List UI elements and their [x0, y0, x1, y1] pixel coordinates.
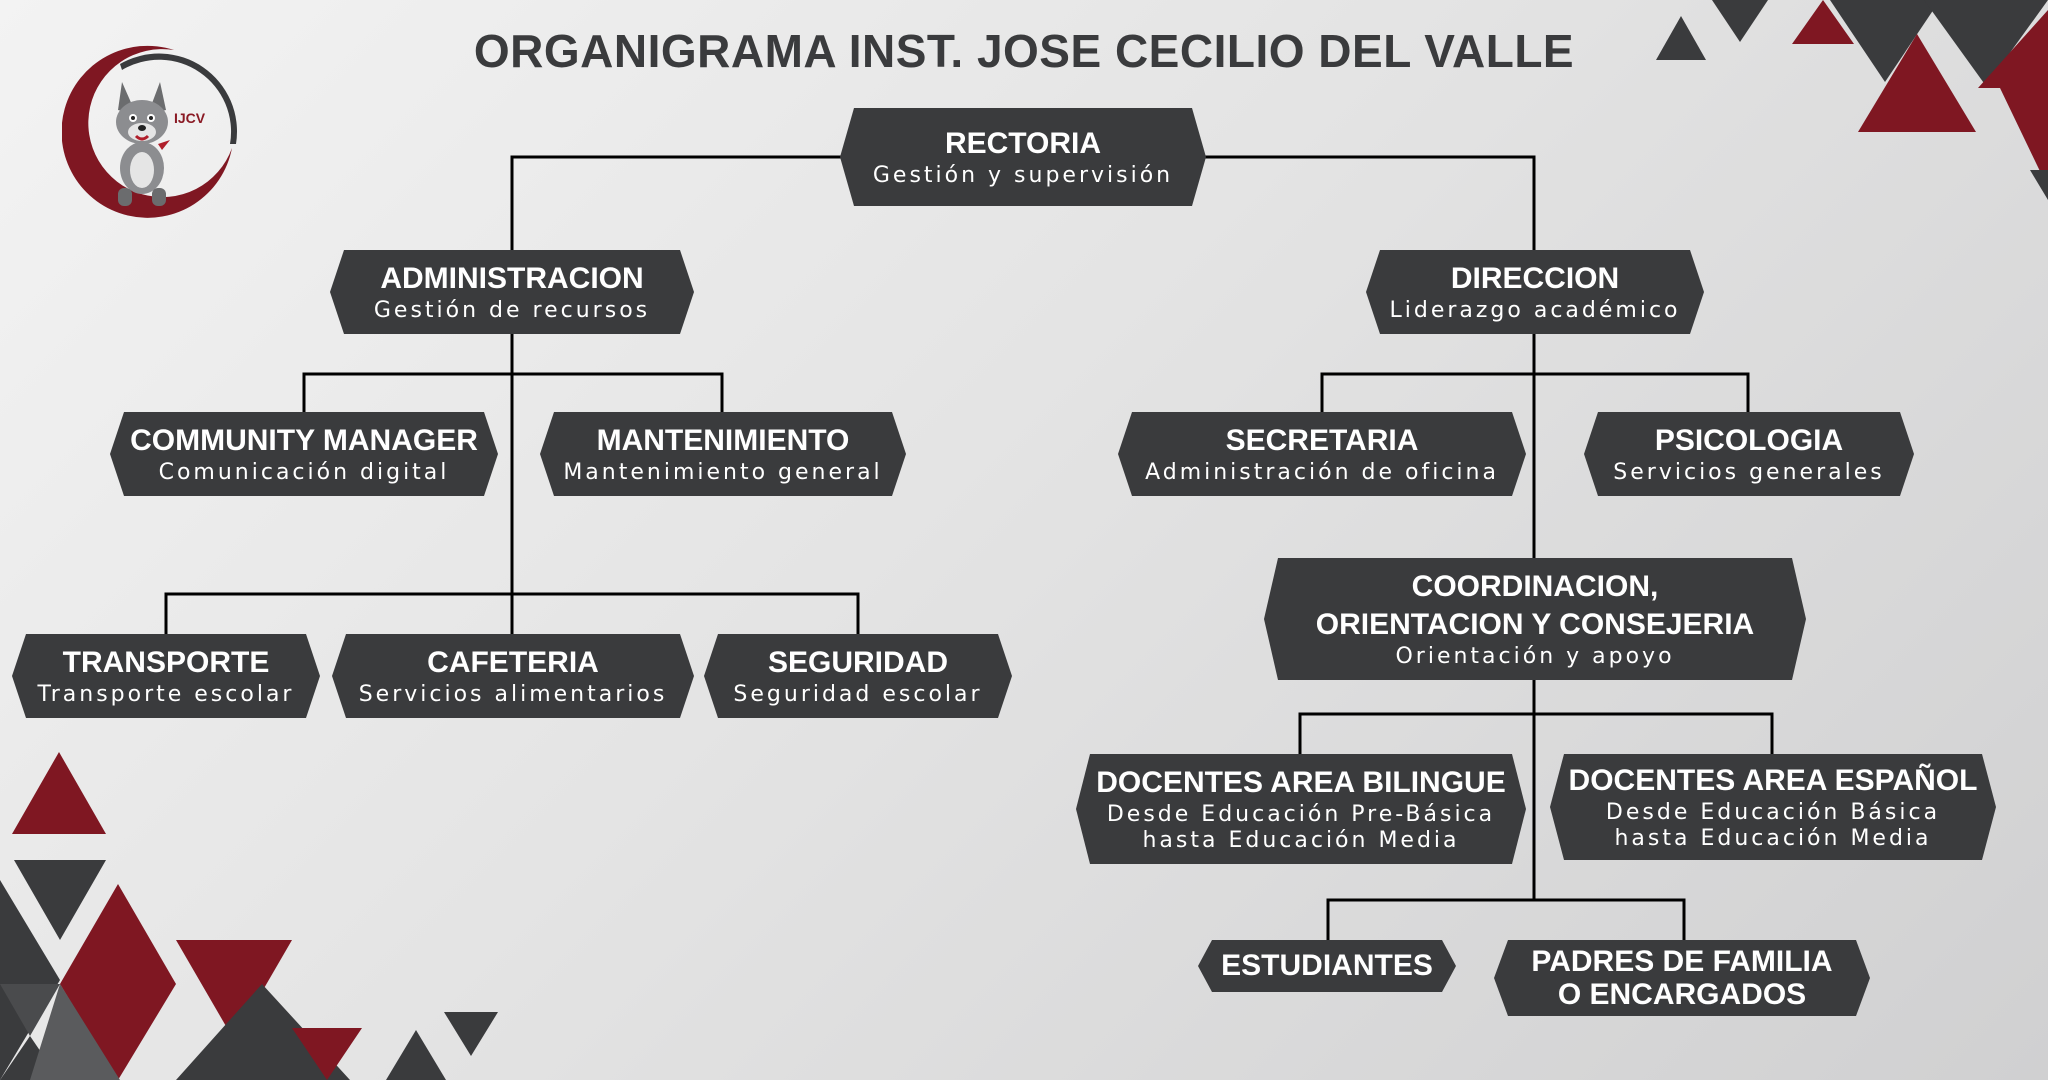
node-subtitle: Orientación y apoyo	[1395, 644, 1675, 669]
node-psicologia: PSICOLOGIA Servicios generales	[1584, 412, 1914, 496]
node-title: COORDINACION, ORIENTACION Y CONSEJERIA	[1315, 570, 1755, 641]
node-title: MANTENIMIENTO	[596, 424, 850, 457]
deco-triangle	[14, 860, 106, 940]
deco-triangle	[0, 880, 60, 1080]
deco-triangle	[1656, 16, 1706, 60]
deco-triangle	[1978, 10, 2048, 88]
logo-text: IJCV	[174, 110, 206, 126]
node-docentes-bilingue: DOCENTES AREA BILINGUE Desde Educación P…	[1076, 754, 1526, 864]
node-title: SECRETARIA	[1225, 424, 1419, 457]
node-subtitle: Comunicación digital	[158, 460, 450, 485]
school-logo	[62, 45, 238, 218]
node-cafeteria: CAFETERIA Servicios alimentarios	[332, 634, 694, 718]
node-title: DOCENTES AREA BILINGUE	[1096, 766, 1506, 799]
node-subtitle: Servicios alimentarios	[358, 682, 668, 707]
node-title: DIRECCION	[1450, 262, 1620, 295]
deco-triangle	[30, 984, 120, 1080]
deco-triangle	[444, 1012, 498, 1056]
node-subtitle: Transporte escolar	[37, 682, 295, 707]
node-subtitle: Servicios generales	[1613, 460, 1885, 485]
node-title: SEGURIDAD	[767, 646, 948, 679]
node-subtitle: Liderazgo académico	[1389, 298, 1681, 323]
deco-triangle	[12, 752, 106, 834]
deco-triangle	[292, 1028, 362, 1080]
node-transporte: TRANSPORTE Transporte escolar	[12, 634, 320, 718]
node-padres: PADRES DE FAMILIA O ENCARGADOS	[1494, 940, 1870, 1016]
deco-triangle	[176, 940, 292, 1040]
deco-triangle	[1792, 0, 1854, 44]
deco-triangle	[2000, 88, 2048, 188]
page-title: ORGANIGRAMA INST. JOSE CECILIO DEL VALLE	[473, 25, 1575, 77]
deco-triangle	[1924, 0, 2048, 86]
node-subtitle: Gestión de recursos	[373, 298, 651, 323]
deco-triangle	[176, 984, 350, 1080]
deco-triangle	[2030, 170, 2048, 200]
node-docentes-espanol: DOCENTES AREA ESPAÑOL Desde Educación Bá…	[1550, 754, 1996, 860]
node-title: ESTUDIANTES	[1221, 949, 1433, 982]
node-seguridad: SEGURIDAD Seguridad escolar	[704, 634, 1012, 718]
node-subtitle: Desde Educación Básica hasta Educación M…	[1605, 800, 1941, 851]
deco-triangle	[60, 884, 176, 984]
deco-triangle	[1858, 34, 1976, 132]
node-coordinacion: COORDINACION, ORIENTACION Y CONSEJERIA O…	[1264, 558, 1806, 680]
deco-triangle	[0, 984, 60, 1036]
node-subtitle: Mantenimiento general	[563, 460, 883, 485]
deco-triangle	[60, 984, 176, 1080]
node-community-manager: COMMUNITY MANAGER Comunicación digital	[110, 412, 498, 496]
node-title: TRANSPORTE	[62, 646, 270, 679]
node-title: ADMINISTRACION	[380, 262, 644, 295]
wolf-mascot-icon	[116, 82, 170, 206]
node-mantenimiento: MANTENIMIENTO Mantenimiento general	[540, 412, 906, 496]
deco-triangle	[1712, 0, 1768, 42]
node-subtitle: Gestión y supervisión	[872, 163, 1174, 188]
node-estudiantes: ESTUDIANTES	[1198, 940, 1456, 992]
deco-triangle	[1830, 0, 1940, 82]
node-direccion: DIRECCION Liderazgo académico	[1366, 250, 1704, 334]
node-administracion: ADMINISTRACION Gestión de recursos	[330, 250, 694, 334]
node-title: DOCENTES AREA ESPAÑOL	[1568, 764, 1978, 797]
node-subtitle: Administración de oficina	[1145, 460, 1499, 485]
deco-triangle	[386, 1030, 446, 1080]
node-title: PADRES DE FAMILIA O ENCARGADOS	[1531, 945, 1833, 1011]
node-title: PSICOLOGIA	[1654, 424, 1844, 457]
node-title: RECTORIA	[944, 127, 1102, 160]
node-rectoria: RECTORIA Gestión y supervisión	[840, 108, 1206, 206]
node-title: CAFETERIA	[427, 646, 599, 679]
node-title: COMMUNITY MANAGER	[130, 424, 478, 457]
node-subtitle: Desde Educación Pre-Básica hasta Educaci…	[1106, 802, 1496, 853]
node-subtitle: Seguridad escolar	[733, 682, 983, 707]
node-secretaria: SECRETARIA Administración de oficina	[1118, 412, 1526, 496]
